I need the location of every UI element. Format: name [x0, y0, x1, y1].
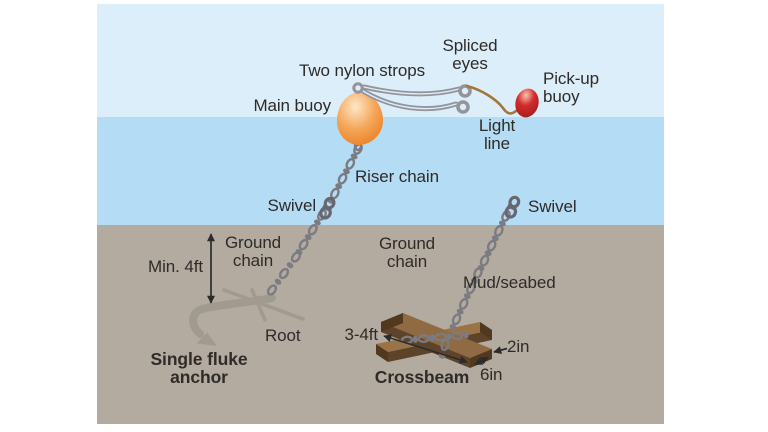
chain-link [463, 293, 471, 299]
chain-link [451, 313, 462, 326]
anchor-fluke-arm [189, 294, 276, 338]
label-single-fluke-anchor: Single fluke anchor [150, 349, 248, 387]
chain-link [290, 251, 302, 263]
chain-link [491, 235, 499, 242]
chain-link [314, 219, 321, 226]
ground-chain-left-lower [266, 251, 302, 296]
pickup-buoy-body [515, 88, 539, 118]
ground-chain-left-upper [295, 209, 327, 255]
buoy-shackle [352, 82, 364, 94]
label-main-buoy: Main buoy [253, 96, 331, 115]
main-buoy-body [336, 92, 384, 145]
label-crossbeam: Crossbeam [374, 367, 470, 387]
label-ground-chain-left: Ground chain [224, 233, 282, 270]
dim-arrow-beam-width [474, 356, 489, 366]
spliced-eye-upper [458, 84, 472, 98]
label-two-nylon-strops: Two nylon strops [299, 61, 425, 80]
chain-link [494, 224, 504, 237]
label-light-line: Light line [478, 116, 516, 153]
dim-arrow-beam-length [383, 334, 468, 364]
label-ground-chain-right: Ground chain [378, 234, 436, 271]
chain-link [486, 239, 497, 252]
chain-link [343, 168, 350, 175]
anchor-root-bar [222, 288, 305, 321]
chain-link [458, 297, 469, 310]
strops-figure [352, 82, 472, 114]
chain-link [498, 220, 506, 227]
chain-link [286, 262, 294, 269]
ground-chain-right-lower [449, 267, 483, 330]
chain-link [456, 308, 464, 315]
chain-link [466, 282, 476, 295]
water-region [97, 117, 664, 225]
chain-link [350, 153, 358, 160]
label-spliced-eyes: Spliced eyes [442, 36, 498, 73]
label-riser-chain: Riser chain [355, 167, 439, 186]
main-buoy-figure [336, 92, 384, 152]
swivel-right-figure [504, 195, 521, 219]
anchor-fluke-tip [196, 332, 217, 346]
single-fluke-anchor-figure [189, 288, 305, 346]
chain-link [484, 250, 492, 256]
chain-link [278, 267, 290, 280]
label-swivel-right: Swivel [528, 197, 577, 216]
ground-chain-right-upper [477, 210, 511, 271]
chain-link [266, 284, 278, 296]
light-line-rope [465, 84, 518, 115]
chain-link [337, 172, 348, 185]
chain-link [470, 277, 478, 284]
label-pickup-buoy: Pick-up buoy [543, 69, 599, 106]
label-beam-width: 6in [480, 365, 503, 384]
label-mud-seabed: Mud/seabed [463, 273, 556, 292]
chain-link [479, 254, 490, 267]
label-swivel-left: Swivel [267, 196, 316, 215]
chain-link [307, 224, 318, 236]
label-root: Root [265, 326, 301, 345]
chain-link [304, 234, 312, 241]
swivel-left-figure [319, 196, 336, 220]
chain-link [335, 183, 343, 189]
chain-link [274, 278, 282, 285]
anchor-crossbar [250, 288, 267, 322]
label-beam-length: 3-4ft [344, 325, 378, 344]
spliced-eye-lower [456, 100, 470, 114]
chain-link [473, 267, 483, 279]
dim-arrow-beam-thickness [493, 346, 508, 354]
chain-link [449, 324, 457, 330]
chain-link [298, 238, 309, 251]
chain-link [345, 157, 356, 170]
label-beam-thickness: 2in [507, 337, 530, 356]
label-min-depth: Min. 4ft [148, 257, 203, 276]
